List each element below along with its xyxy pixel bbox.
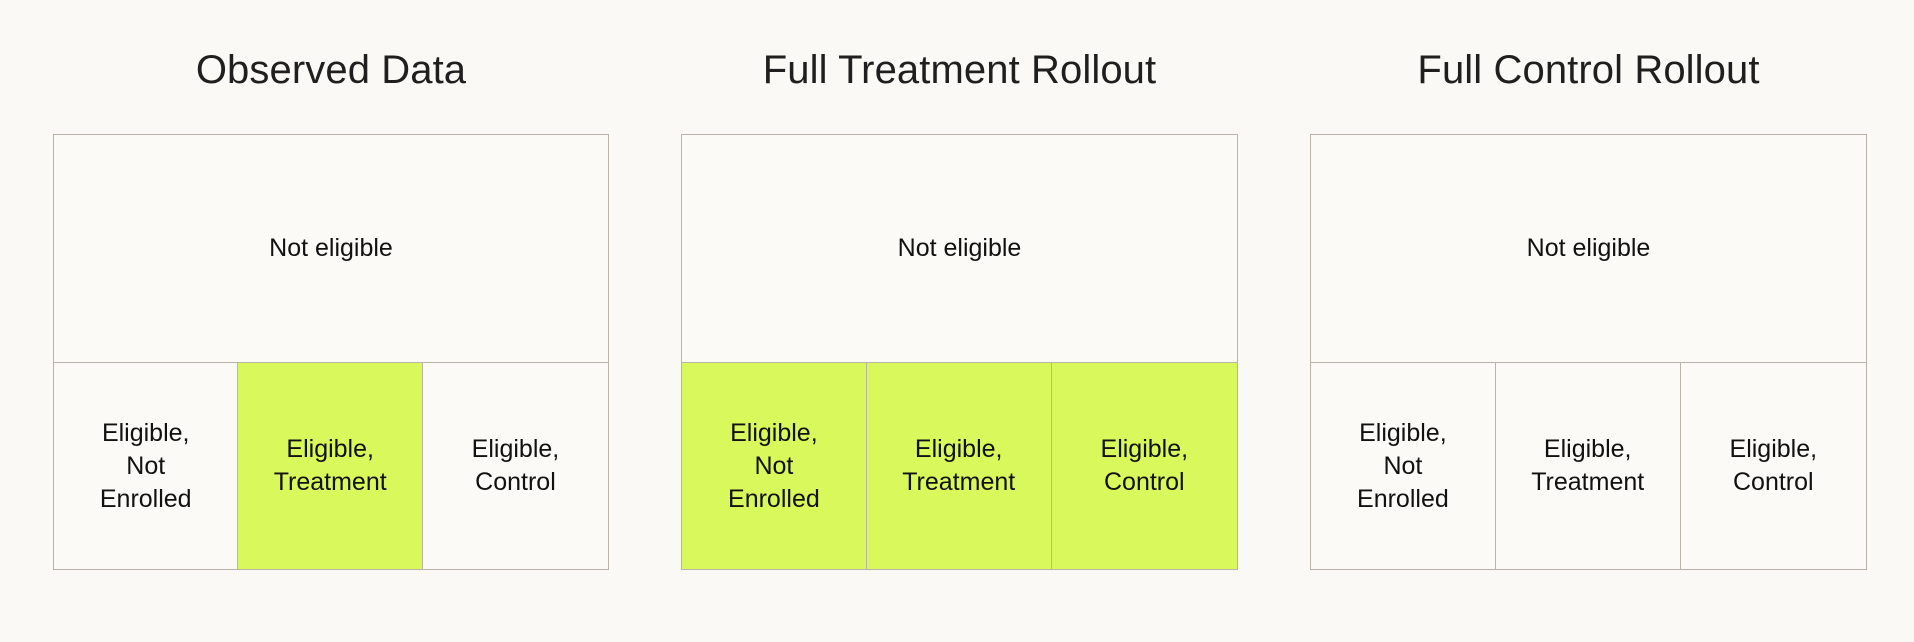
not-eligible-label: Not eligible <box>1526 234 1651 262</box>
cell-label: Eligible, Not Enrolled <box>99 418 192 513</box>
panel-observed-data: Observed Data Not eligible Eligible, Not… <box>53 0 609 642</box>
cell-label: Eligible, Treatment <box>1531 435 1645 496</box>
not-eligible-band-treatment: Not eligible <box>682 135 1237 363</box>
cell-eligible-not-enrolled: Eligible, Not Enrolled <box>54 363 239 569</box>
cell-eligible-not-enrolled: Eligible, Not Enrolled <box>1311 363 1496 569</box>
cell-eligible-control: Eligible, Control <box>1680 363 1866 569</box>
panel-title-observed-data: Observed Data <box>195 48 467 92</box>
panel-title-full-control-rollout: Full Control Rollout <box>1417 48 1760 92</box>
panel-full-treatment-rollout: Full Treatment Rollout Not eligible Elig… <box>681 0 1238 642</box>
cell-eligible-control: Eligible, Control <box>422 363 608 569</box>
cell-label: Eligible, Control <box>1100 435 1189 496</box>
eligible-row-observed: Eligible, Not Enrolled Eligible, Treatme… <box>54 363 608 569</box>
eligible-row-control: Eligible, Not Enrolled Eligible, Treatme… <box>1311 363 1866 569</box>
cell-label: Eligible, Not Enrolled <box>1357 418 1449 513</box>
not-eligible-label: Not eligible <box>269 234 393 262</box>
cell-label: Eligible, Control <box>471 435 560 496</box>
panel-grid-observed-data: Not eligible Eligible, Not Enrolled Elig… <box>53 134 609 570</box>
panel-grid-full-treatment-rollout: Not eligible Eligible, Not Enrolled Elig… <box>681 134 1238 570</box>
not-eligible-band-control: Not eligible <box>1311 135 1866 363</box>
cell-eligible-treatment: Eligible, Treatment <box>238 363 423 569</box>
cell-label: Eligible, Treatment <box>273 435 387 496</box>
cell-label: Eligible, Control <box>1729 435 1818 496</box>
not-eligible-label: Not eligible <box>897 234 1022 262</box>
not-eligible-band-observed: Not eligible <box>54 135 608 363</box>
panel-title-full-treatment-rollout: Full Treatment Rollout <box>762 48 1157 92</box>
cell-eligible-control: Eligible, Control <box>1051 363 1237 569</box>
eligible-row-treatment: Eligible, Not Enrolled Eligible, Treatme… <box>682 363 1237 569</box>
cell-label: Eligible, Treatment <box>902 435 1016 496</box>
panel-grid-full-control-rollout: Not eligible Eligible, Not Enrolled Elig… <box>1310 134 1867 570</box>
cell-eligible-treatment: Eligible, Treatment <box>866 363 1052 569</box>
cell-eligible-not-enrolled: Eligible, Not Enrolled <box>682 363 867 569</box>
cell-eligible-treatment: Eligible, Treatment <box>1495 363 1681 569</box>
cell-label: Eligible, Not Enrolled <box>728 418 820 513</box>
panel-full-control-rollout: Full Control Rollout Not eligible Eligib… <box>1310 0 1867 642</box>
